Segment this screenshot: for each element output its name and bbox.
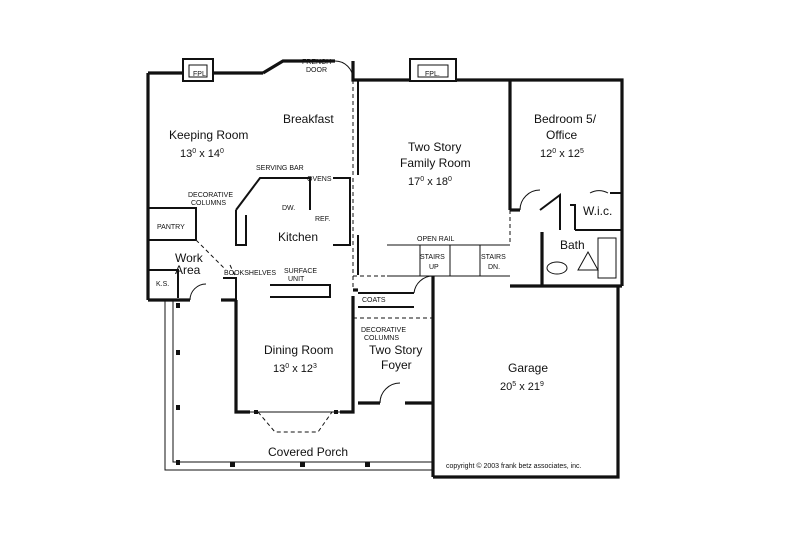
bookshelves-label: BOOKSHELVES xyxy=(224,270,276,277)
garage-l-in: 9 xyxy=(540,381,544,388)
work-area-name-2: Area xyxy=(175,263,201,277)
doors-and-dashes xyxy=(189,60,609,433)
foyer-columns-label-2: COLUMNS xyxy=(364,335,399,342)
dim-sep: x xyxy=(292,363,298,375)
dining-room-w: 13 xyxy=(273,363,285,375)
ref-label: REF. xyxy=(315,216,330,223)
keeping-room-l-in: 0 xyxy=(220,148,224,155)
dw-label: DW. xyxy=(282,205,295,212)
family-room-dims: 170 x 180 xyxy=(408,176,452,188)
french-door-label-2: DOOR xyxy=(306,67,327,74)
room-labels: FPL. FPL. FRENCH DOOR Keeping Room 130 x… xyxy=(156,59,612,470)
garage-dims: 205 x 219 xyxy=(500,381,544,393)
family-room-w: 17 xyxy=(408,176,420,188)
porch-columns xyxy=(176,303,370,467)
dining-room-name: Dining Room xyxy=(264,343,333,357)
foyer-columns-label-1: DECORATIVE xyxy=(361,327,406,334)
family-room-name-1: Two Story xyxy=(408,140,461,154)
surface-unit-label-2: UNIT xyxy=(288,276,305,283)
dining-room-l-in: 3 xyxy=(313,363,317,370)
dim-sep: x xyxy=(559,148,565,160)
bedroom5-name-1: Bedroom 5/ xyxy=(534,112,597,126)
bedroom5-l-in: 5 xyxy=(580,148,584,155)
dining-room-dims: 130 x 123 xyxy=(273,363,317,375)
garage-w: 20 xyxy=(500,381,512,393)
covered-porch-name: Covered Porch xyxy=(268,445,348,459)
keeping-room-w-in: 0 xyxy=(192,148,196,155)
bedroom5-name-2: Office xyxy=(546,128,577,142)
stairs-up-label-2: UP xyxy=(429,264,439,271)
family-room-w-in: 0 xyxy=(420,176,424,183)
keeping-room-name: Keeping Room xyxy=(169,128,248,142)
dining-room-l: 12 xyxy=(301,363,313,375)
fpl-left-label: FPL. xyxy=(193,71,208,78)
bath-fixtures xyxy=(546,237,617,279)
work-area-name-1: Work xyxy=(175,251,204,265)
foyer-name-1: Two Story xyxy=(369,343,422,357)
foyer-name-2: Foyer xyxy=(381,358,412,372)
bedroom5-w: 12 xyxy=(540,148,552,160)
ks-label: K.S. xyxy=(156,281,169,288)
family-room-l-in: 0 xyxy=(448,176,452,183)
bedroom5-dims: 120 x 125 xyxy=(540,148,584,160)
keeping-room-l: 14 xyxy=(208,148,220,160)
ovens-label: OVENS xyxy=(307,176,332,183)
open-rail-label: OPEN RAIL xyxy=(417,236,454,243)
dining-room-w-in: 0 xyxy=(285,363,289,370)
kitchen-name: Kitchen xyxy=(278,230,318,244)
fireplaces xyxy=(182,58,457,82)
dim-sep: x xyxy=(519,381,525,393)
keeping-room-w: 13 xyxy=(180,148,192,160)
bedroom5-l: 12 xyxy=(568,148,580,160)
walls xyxy=(146,59,624,479)
bath-name: Bath xyxy=(560,238,585,252)
stairs-dn-label-1: STAIRS xyxy=(481,254,506,261)
coats-label: COATS xyxy=(362,297,386,304)
garage-name: Garage xyxy=(508,361,548,375)
serving-bar-label: SERVING BAR xyxy=(256,165,304,172)
decorative-columns-label-2: COLUMNS xyxy=(191,200,226,207)
surface-unit-label-1: SURFACE xyxy=(284,268,317,275)
breakfast-name: Breakfast xyxy=(283,112,334,126)
dim-sep: x xyxy=(427,176,433,188)
garage-w-in: 5 xyxy=(512,381,516,388)
wic-name: W.i.c. xyxy=(583,204,612,218)
copyright-text: copyright © 2003 frank betz associates, … xyxy=(446,462,582,470)
bedroom5-w-in: 0 xyxy=(552,148,556,155)
family-room-l: 18 xyxy=(436,176,448,188)
pantry-label: PANTRY xyxy=(157,224,185,231)
stairs-dn-label-2: DN. xyxy=(488,264,500,271)
stairs-up-label-1: STAIRS xyxy=(420,254,445,261)
family-room-name-2: Family Room xyxy=(400,156,471,170)
french-door-label-1: FRENCH xyxy=(302,59,331,66)
garage-l: 21 xyxy=(528,381,540,393)
keeping-room-dims: 130 x 140 xyxy=(180,148,224,160)
fpl-right-label: FPL. xyxy=(425,71,440,78)
decorative-columns-label-1: DECORATIVE xyxy=(188,192,233,199)
dim-sep: x xyxy=(199,148,205,160)
